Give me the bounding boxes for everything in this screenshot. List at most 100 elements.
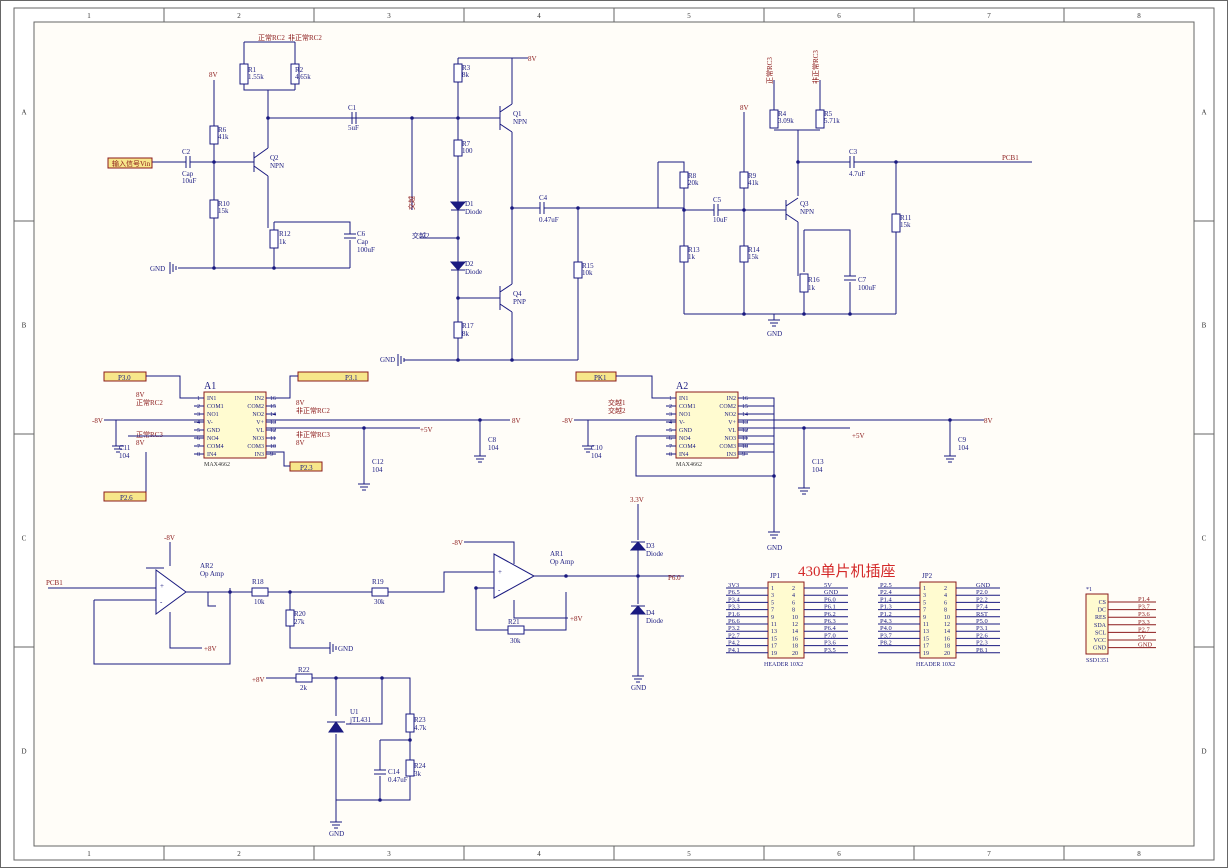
a1-pins-pin-num-left: 8 <box>197 452 200 458</box>
r10-ref: R10 <box>218 200 230 208</box>
a2-pins-pin-name-right: NO3 <box>724 436 736 442</box>
jp1-pin-right: 16 <box>792 636 798 642</box>
ar2-plus: + <box>160 582 164 590</box>
c8-ref: C8 <box>488 436 497 444</box>
a2-pins-pin-num-left: 2 <box>669 404 672 410</box>
r20-value: 27k <box>294 618 305 626</box>
d2-ref: D2 <box>465 260 474 268</box>
r14-ref: R14 <box>748 246 760 254</box>
a1-pins-pin-num-right: 12 <box>270 428 276 434</box>
a1-pins-net-left: 8V <box>136 391 145 399</box>
border-col-bottom-1: 1 <box>87 850 91 858</box>
jp2-net-left: P3.7 <box>880 632 892 639</box>
r6-value: 41k <box>218 133 229 141</box>
a1-pins-net-left: 正常RC2 <box>136 398 163 407</box>
r2-value: 4.65k <box>295 73 311 81</box>
jp2-pin-right: 4 <box>944 593 947 599</box>
sheet-title: 430单片机插座 <box>798 563 896 580</box>
jp1-net-left: P1.6 <box>728 611 740 618</box>
r21-value: 30k <box>510 637 521 645</box>
jp1-pin-left: 3 <box>771 593 774 599</box>
a1-pins-pin-name-left: NO4 <box>207 436 219 442</box>
jp1-pin-left: 13 <box>771 629 777 635</box>
jp1-body <box>767 581 805 659</box>
net-gnd-d4: GND <box>631 684 646 692</box>
d1-ref: D1 <box>465 200 474 208</box>
border-col-bottom-5: 5 <box>687 850 691 858</box>
a1-pins-net-left: 8V <box>136 439 145 447</box>
a2-pins-net-left: 交越2 <box>608 406 626 415</box>
a1-pins-pin-name-left: GND <box>207 428 221 434</box>
q1-type: NPN <box>513 118 527 126</box>
a2-pins-pin-name-left: IN1 <box>679 396 688 402</box>
a1-pin-list: IN118VCOM12正常RC2NO13V-4GND5NO46正常RC3COM4… <box>136 391 330 458</box>
jp2-net-right: GND <box>976 582 990 589</box>
r16-value: 1k <box>808 284 816 292</box>
a2-pins-net-left: 交越1 <box>608 398 626 407</box>
a1-pins-pin-name-left: COM1 <box>207 404 224 410</box>
border-col-top-1: 1 <box>87 12 91 20</box>
c14-ref: C14 <box>388 768 400 776</box>
a1-ref: A1 <box>204 381 216 392</box>
output-stage: 8V R3 8k R7 100 D1 Diode 交越2 D2 Diode R1… <box>380 55 684 366</box>
port-p23-label: P2.3 <box>300 464 313 472</box>
max4662-a1-body <box>203 391 267 459</box>
jp1-net-left: 3V3 <box>728 582 739 589</box>
a1-pins-pin-num-left: 3 <box>197 412 200 418</box>
net-gnd-output: GND <box>380 356 395 364</box>
d3-type: Diode <box>646 550 663 558</box>
jp1-pin-left: 11 <box>771 622 777 628</box>
jp1-net-right: 5V <box>824 582 832 589</box>
r18-value: 10k <box>254 598 265 606</box>
a2-pins-pin-num-right: 12 <box>742 428 748 434</box>
net-gnd-r20: GND <box>338 645 353 653</box>
port-pk1-label: PK1 <box>594 374 607 382</box>
r3-value: 8k <box>462 71 470 79</box>
reference-tl431: +8V R22 2k U1 jTL431 R23 4.7k R24 3k C14… <box>252 666 427 838</box>
a2-pins-pin-num-right: 10 <box>742 444 748 450</box>
a1-pins-pin-name-left: COM4 <box>207 444 224 450</box>
border-row-left-A: A <box>21 109 26 117</box>
jp1-net-right: P6.0 <box>824 596 836 603</box>
jp1-net-left: P3.3 <box>728 604 740 611</box>
net-pcb1-in: PCB1 <box>46 579 63 587</box>
a2-pins-pin-num-left: 4 <box>669 420 672 426</box>
c5-ref: C5 <box>713 196 722 204</box>
jp2-net-left: P1.2 <box>880 611 892 618</box>
oled-pin: SCL <box>1095 630 1106 636</box>
jp2-pin-left: 9 <box>923 615 926 621</box>
jp2-pin-left: 3 <box>923 593 926 599</box>
r17-value: 8k <box>462 330 470 338</box>
ar1-minus: - <box>498 586 501 594</box>
c8-value: 104 <box>488 444 499 452</box>
jp2-pin-right: 12 <box>944 622 950 628</box>
a1-pins-net-right: 非正常RC2 <box>296 406 330 415</box>
a2-pins-pin-name-left: IN4 <box>679 452 688 458</box>
oled-pin: RES <box>1095 615 1106 621</box>
net-v33: 3.3V <box>630 496 644 504</box>
ar1-ref: AR1 <box>550 550 564 558</box>
a2-pins-pin-name-right: IN3 <box>727 452 736 458</box>
jp2-net-right: P5.0 <box>976 618 988 625</box>
border-row-left-B: B <box>22 322 27 330</box>
oled-pin: DC <box>1098 608 1106 614</box>
d2-type: Diode <box>465 268 482 276</box>
jp2-pin-right: 2 <box>944 586 947 592</box>
a1-pins-pin-num-right: 14 <box>270 412 276 418</box>
jp2-pin-left: 5 <box>923 600 926 606</box>
jp1-net-left: P4.1 <box>728 647 740 654</box>
jp1-net-right: P6.4 <box>824 625 836 632</box>
c9-value: 104 <box>958 444 969 452</box>
c11-value: 104 <box>119 452 130 460</box>
r9-ref: R9 <box>748 172 757 180</box>
net-v8m-ar2: -8V <box>164 534 175 542</box>
border-col-top-2: 2 <box>237 12 241 20</box>
q1-ref: Q1 <box>513 110 522 118</box>
a1-pins-pin-name-right: V+ <box>256 420 264 426</box>
a2-pin-list: IN11COM12交越1NO13交越2V-4GND5NO46COM47IN48I… <box>608 396 748 458</box>
r13-value: 1k <box>688 253 696 261</box>
c10-value: 104 <box>591 452 602 460</box>
jp1-pin-right: 12 <box>792 622 798 628</box>
c13-value: 104 <box>812 466 823 474</box>
